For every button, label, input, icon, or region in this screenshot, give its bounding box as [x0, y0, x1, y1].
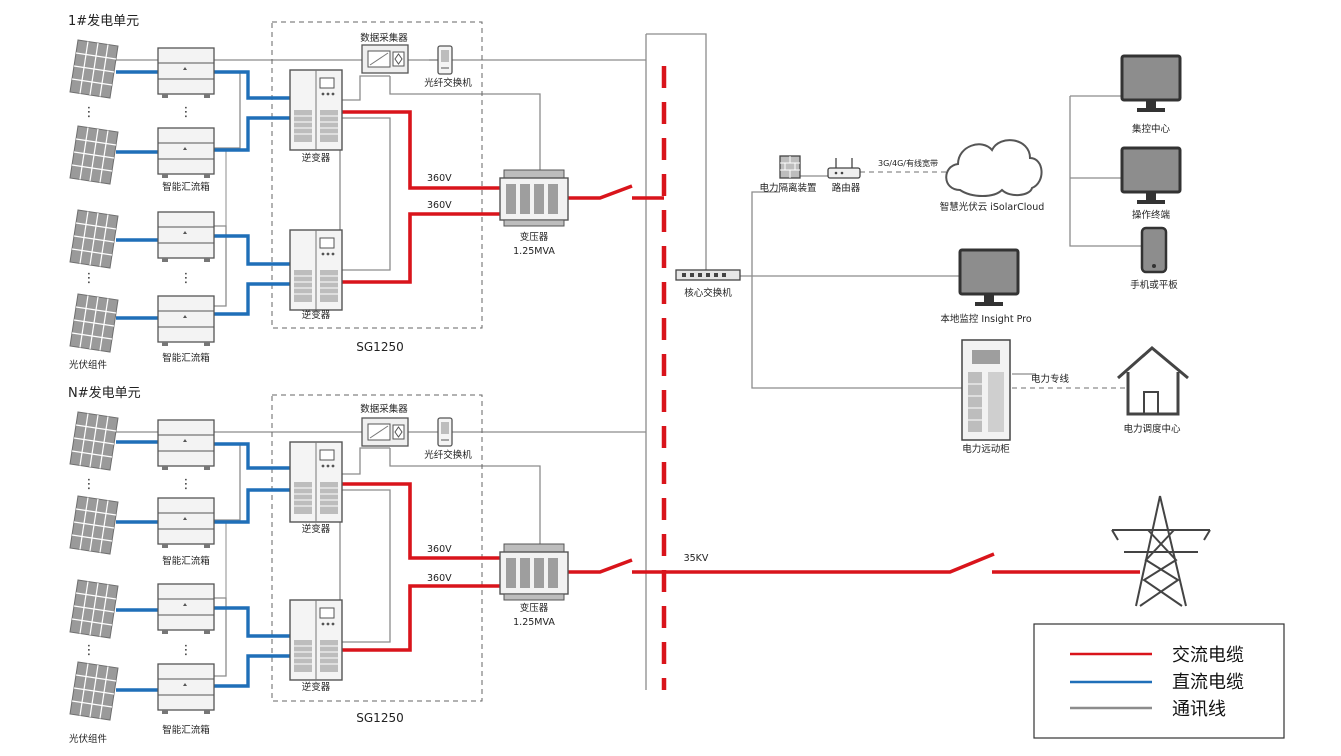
voltage-label: 360V	[427, 573, 452, 584]
dispatch-center-house-icon	[1117, 346, 1189, 416]
fiber-switch	[437, 45, 453, 75]
dc-cable-lines	[116, 70, 290, 692]
cabinet-label: 电力远动柜	[962, 443, 1010, 455]
pv-panel	[69, 39, 119, 99]
combiner-box	[157, 419, 215, 471]
legend-ac-label: 交流电缆	[1172, 645, 1244, 666]
pv-panel	[69, 293, 119, 353]
unit-n-title: N#发电单元	[68, 385, 141, 401]
pv-label: 光伏组件	[69, 359, 108, 371]
pv-panel	[69, 579, 119, 639]
transformer-rating: 1.25MVA	[513, 617, 555, 628]
sg1250-enclosure-1	[271, 21, 483, 329]
ellipsis: ⋮	[180, 477, 193, 492]
isolation-label: 电力隔离装置	[759, 182, 816, 194]
ellipsis: ⋮	[180, 271, 193, 286]
transformer	[499, 543, 569, 601]
inverter	[289, 69, 343, 151]
control-center-monitor-icon	[1120, 54, 1182, 114]
inverter	[289, 229, 343, 311]
inverter-label: 逆变器	[302, 309, 331, 321]
terminal-label: 操作终端	[1132, 209, 1171, 221]
combiner-box	[157, 295, 215, 347]
combiner-box	[157, 663, 215, 715]
inverter	[289, 599, 343, 681]
mobile-label: 手机或平板	[1130, 279, 1178, 291]
pv-panel	[69, 661, 119, 721]
inverter-label: 逆变器	[302, 523, 331, 535]
inverter	[289, 441, 343, 523]
ellipsis: ⋮	[83, 271, 96, 286]
combiner-box	[157, 497, 215, 549]
legend-comm-label: 通讯线	[1172, 699, 1226, 720]
pv-label: 光伏组件	[69, 733, 108, 745]
fiber-switch-label: 光纤交换机	[424, 77, 472, 89]
sg1250-label: SG1250	[356, 340, 403, 354]
data-collector-label: 数据采集器	[360, 403, 408, 415]
cloud-label: 智慧光伏云 iSolarCloud	[940, 201, 1045, 213]
combiner-box	[157, 211, 215, 263]
router-icon	[827, 158, 861, 179]
isolation-device-icon	[779, 155, 801, 179]
combiner-label: 智能汇流箱	[162, 352, 210, 364]
transformer-label: 变压器	[520, 231, 549, 243]
transformer	[499, 169, 569, 227]
local-monitor-label: 本地监控 Insight Pro	[940, 313, 1031, 325]
core-switch-icon	[675, 269, 741, 281]
combiner-box	[157, 127, 215, 179]
pv-array-n	[69, 411, 119, 721]
dashed-links	[860, 171, 1126, 389]
sg1250-enclosure-n	[271, 394, 483, 702]
voltage-label: 360V	[427, 544, 452, 555]
pv-panel	[69, 495, 119, 555]
pv-panel	[69, 125, 119, 185]
combiner-box	[157, 47, 215, 99]
pv-panel	[69, 411, 119, 471]
combiner-box	[157, 583, 215, 635]
mobile-phone-icon	[1140, 226, 1168, 274]
transmission-tower-icon	[1111, 495, 1211, 607]
transformer-label: 变压器	[520, 602, 549, 614]
local-monitor-icon	[958, 248, 1020, 308]
grid-voltage-label: 35KV	[684, 553, 709, 564]
inverter-label: 逆变器	[302, 681, 331, 693]
ellipsis: ⋮	[83, 643, 96, 658]
ellipsis: ⋮	[83, 105, 96, 120]
data-collector	[361, 417, 409, 447]
combiner-label: 智能汇流箱	[162, 555, 210, 567]
fiber-switch-label: 光纤交换机	[424, 449, 472, 461]
combiner-label: 智能汇流箱	[162, 181, 210, 193]
sg1250-label: SG1250	[356, 711, 403, 725]
unit-1-title: 1#发电单元	[68, 13, 139, 29]
voltage-label: 360V	[427, 173, 452, 184]
ac-cable-lines	[342, 110, 1140, 652]
pv-panel	[69, 209, 119, 269]
ellipsis: ⋮	[83, 477, 96, 492]
control-center-label: 集控中心	[1132, 123, 1171, 135]
router-label: 路由器	[832, 182, 861, 194]
dedicated-line-label: 电力专线	[1031, 373, 1070, 385]
dispatch-center-label: 电力调度中心	[1123, 423, 1181, 435]
pv-array-1	[69, 39, 119, 353]
ellipsis: ⋮	[180, 643, 193, 658]
telecontrol-cabinet-icon	[961, 339, 1011, 441]
transformer-rating: 1.25MVA	[513, 246, 555, 257]
fiber-switch	[437, 417, 453, 447]
ellipsis: ⋮	[180, 105, 193, 120]
combiner-label: 智能汇流箱	[162, 724, 210, 736]
link-label: 3G/4G/有线宽带	[878, 158, 938, 168]
legend-dc-label: 直流电缆	[1172, 672, 1244, 693]
data-collector-label: 数据采集器	[360, 32, 408, 44]
voltage-label: 360V	[427, 200, 452, 211]
legend: 交流电缆 直流电缆 通讯线	[1033, 623, 1285, 739]
operator-terminal-monitor-icon	[1120, 146, 1182, 206]
cloud-icon	[945, 139, 1043, 197]
inverter-label: 逆变器	[302, 152, 331, 164]
data-collector	[361, 44, 409, 74]
core-switch-label: 核心交换机	[684, 287, 732, 299]
communication-lines	[116, 33, 1142, 690]
